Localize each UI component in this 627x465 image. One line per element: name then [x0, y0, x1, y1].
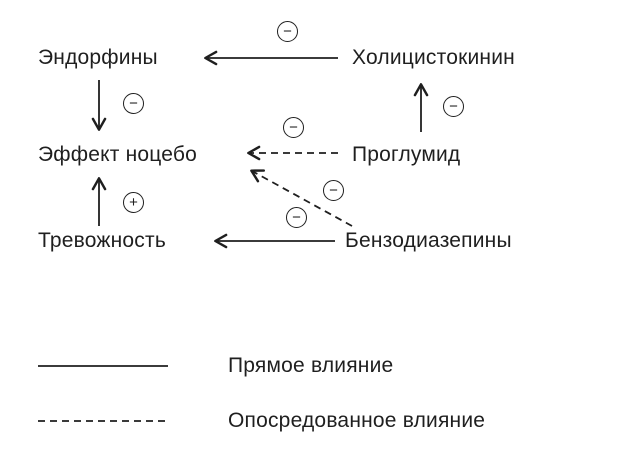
minus-sign-icon: −: [283, 117, 304, 138]
plus-sign-icon: +: [123, 192, 144, 213]
node-cholecystokinin: Холицистокинин: [352, 46, 515, 69]
minus-sign-icon: −: [323, 180, 344, 201]
legend-label-direct-influence: Прямое влияние: [228, 354, 394, 377]
minus-sign-icon: −: [277, 21, 298, 42]
node-nocebo-effect: Эффект ноцебо: [38, 143, 198, 166]
node-benzodiazepines: Бензодиазепины: [345, 229, 512, 252]
node-anxiety: Тревожность: [38, 229, 166, 252]
node-endorphins: Эндорфины: [38, 46, 158, 69]
minus-sign-icon: −: [286, 207, 307, 228]
minus-sign-icon: −: [443, 96, 464, 117]
legend-label-indirect-influence: Опосредованное влияние: [228, 409, 486, 432]
node-proglumide: Проглумид: [352, 143, 461, 166]
minus-sign-icon: −: [123, 93, 144, 114]
